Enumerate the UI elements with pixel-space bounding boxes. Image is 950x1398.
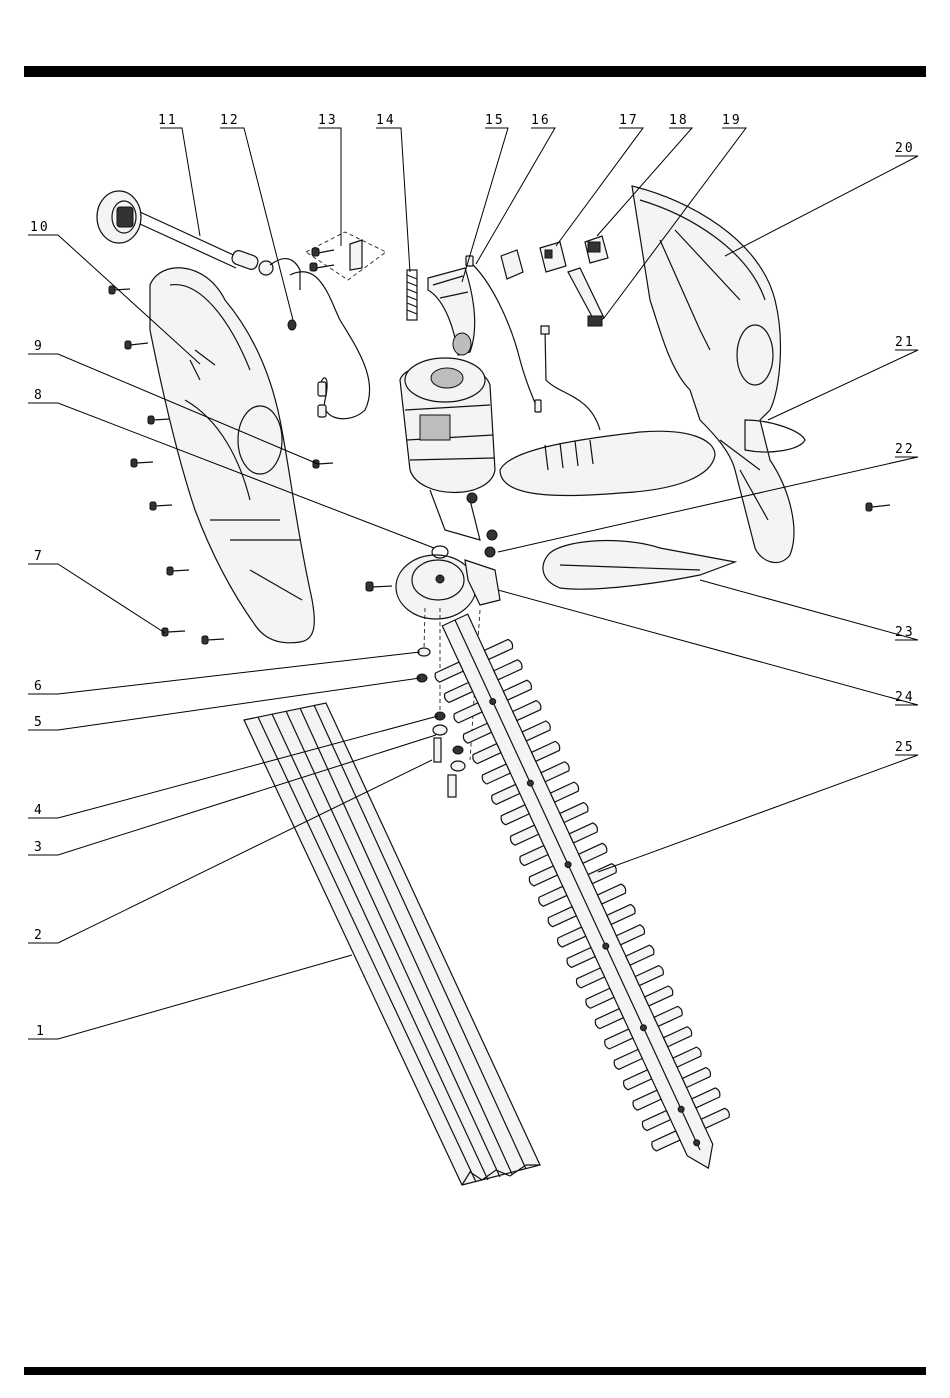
- callout-15: 15: [485, 113, 505, 128]
- part-12-cord-clamp: [270, 259, 300, 330]
- callout-25: 25: [895, 740, 915, 755]
- callout-1: 1: [36, 1024, 46, 1039]
- motor: [400, 358, 495, 540]
- callout-8: 8: [34, 388, 44, 403]
- callout-24: 24: [895, 690, 915, 705]
- callout-21: 21: [895, 335, 915, 350]
- part-17-switch-block: [501, 242, 566, 279]
- callout-13: 13: [318, 113, 338, 128]
- part-20-right-housing: [632, 186, 805, 563]
- callout-19: 19: [722, 113, 742, 128]
- callout-7: 7: [34, 549, 44, 564]
- gear-assembly: [396, 493, 500, 619]
- bottom-border-bar: [24, 1367, 926, 1375]
- part-13-screw-clamp-group: [306, 232, 386, 280]
- top-border-bar: [24, 66, 926, 77]
- callout-9: 9: [34, 339, 44, 354]
- callout-3: 3: [34, 840, 44, 855]
- internal-wire: [290, 272, 370, 419]
- part-19-lockoff-lever: [568, 268, 604, 326]
- callout-6: 6: [34, 679, 44, 694]
- part-18-switch-button: [585, 236, 608, 263]
- callout-10: 10: [30, 220, 50, 235]
- callout-23: 23: [895, 625, 915, 640]
- callout-12: 12: [220, 113, 240, 128]
- callout-16: 16: [531, 113, 551, 128]
- callout-18: 18: [669, 113, 689, 128]
- part-15-trigger: [428, 268, 475, 355]
- callout-14: 14: [376, 113, 396, 128]
- callout-11: 11: [158, 113, 178, 128]
- callout-4: 4: [34, 803, 44, 818]
- part-11-power-cord: [97, 191, 273, 275]
- callout-22: 22: [895, 442, 915, 457]
- part-14-spring: [407, 270, 417, 320]
- callout-5: 5: [34, 715, 44, 730]
- callout-2: 2: [34, 928, 44, 943]
- callout-20: 20: [895, 141, 915, 156]
- callout-17: 17: [619, 113, 639, 128]
